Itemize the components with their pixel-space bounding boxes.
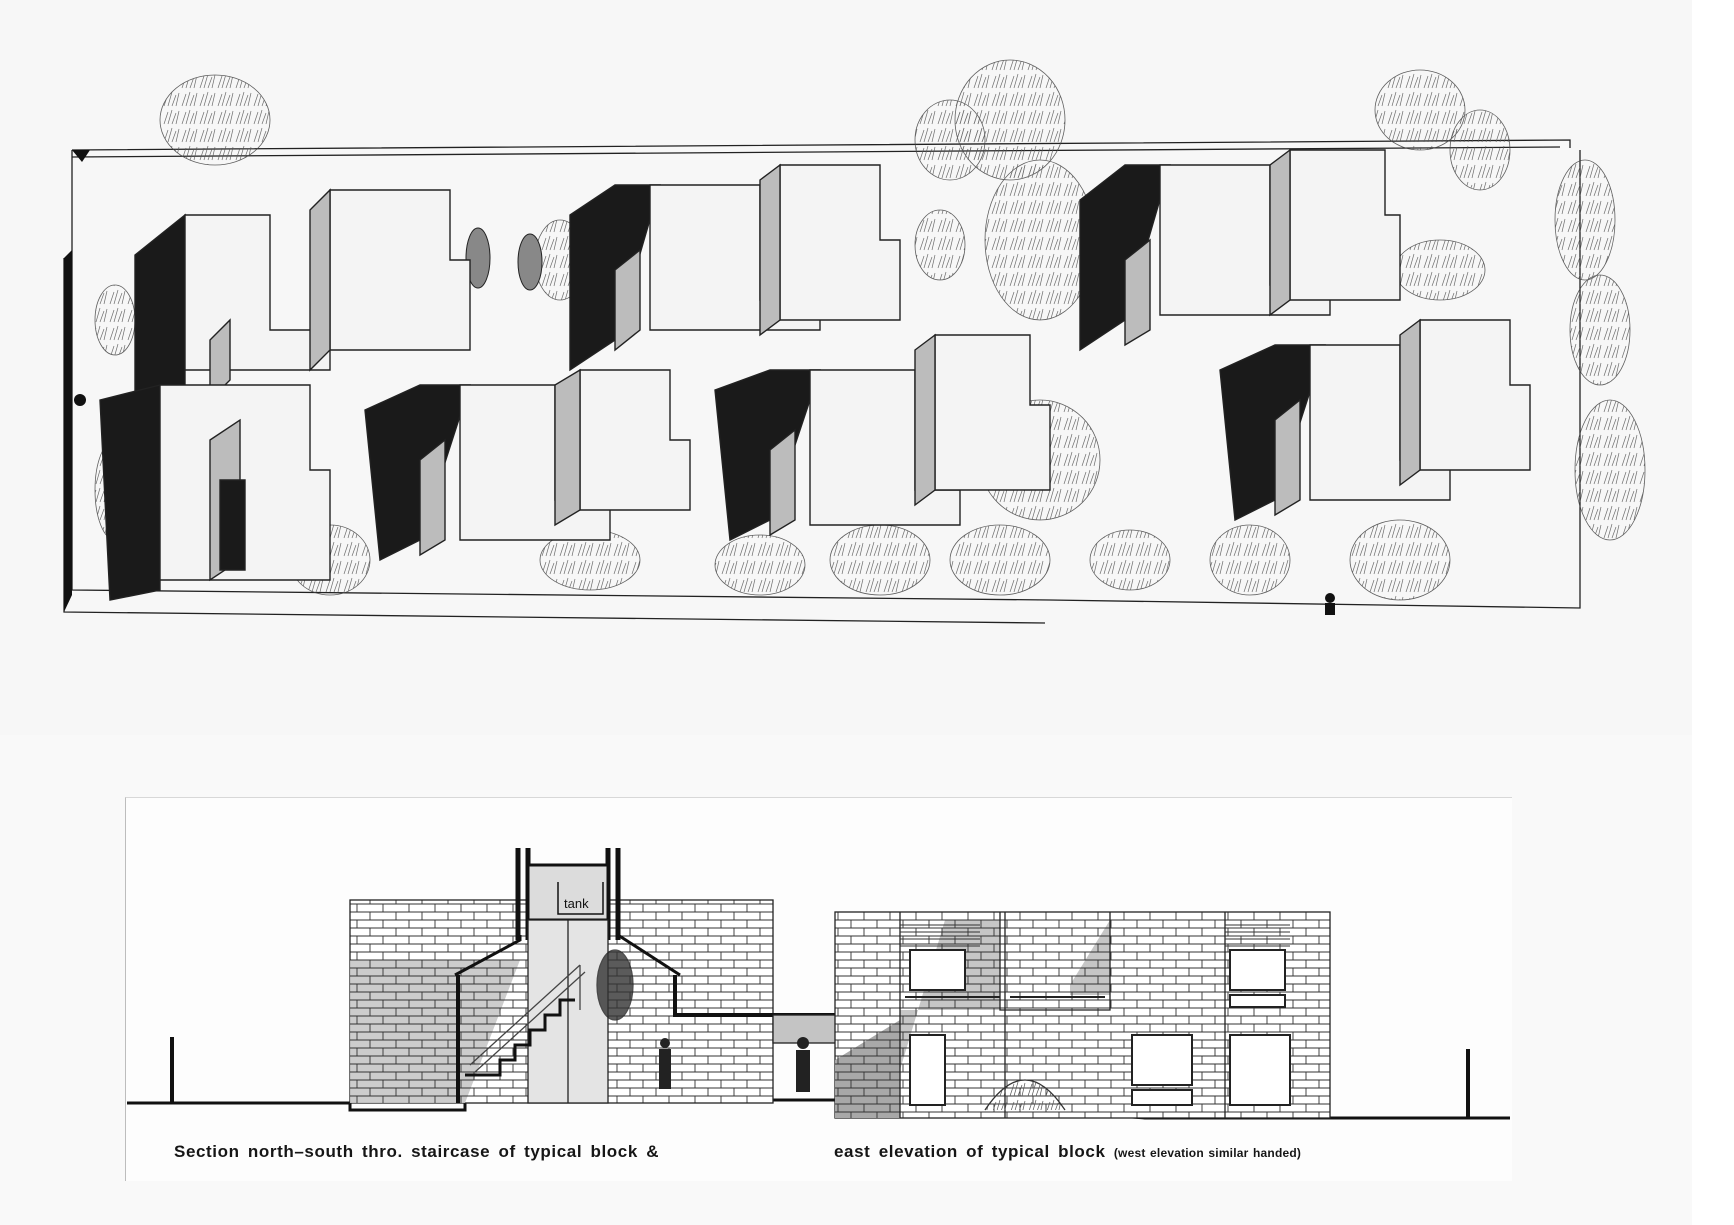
block-7 xyxy=(1219,318,1531,522)
block-5 xyxy=(364,368,691,562)
rocks xyxy=(465,227,543,291)
caption-section: Section north–south thro. staircase of t… xyxy=(174,1142,660,1161)
caption-elevation-note: (west elevation similar handed) xyxy=(1113,1146,1302,1160)
block-6 xyxy=(714,333,1051,542)
block-1 xyxy=(134,188,471,442)
people-figures xyxy=(74,394,1335,615)
axonometric-site-drawing xyxy=(63,59,1646,624)
caption-elevation: east elevation of typical block (west el… xyxy=(834,1142,1301,1162)
housing-blocks xyxy=(99,148,1531,601)
block-2 xyxy=(569,163,901,372)
block-4 xyxy=(99,384,331,601)
section-elevation-panel xyxy=(125,797,1512,1181)
caption-elevation-main: east elevation of typical block xyxy=(834,1142,1106,1161)
block-3 xyxy=(1079,148,1401,352)
trees xyxy=(94,59,1646,601)
